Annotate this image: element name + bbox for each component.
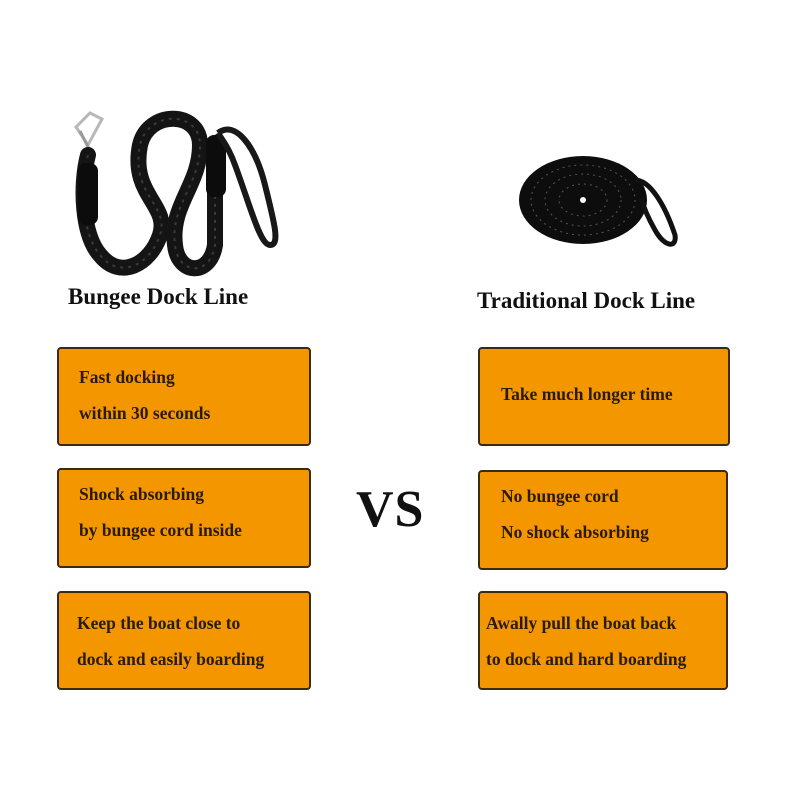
bungee-feature-box-3: Keep the boat close to dock and easily b… bbox=[57, 591, 311, 690]
traditional-feature-box-2: No bungee cord No shock absorbing bbox=[478, 470, 728, 570]
feature-text: by bungee cord inside bbox=[79, 520, 242, 540]
feature-text: within 30 seconds bbox=[79, 403, 211, 423]
feature-text: dock and easily boarding bbox=[77, 649, 265, 669]
traditional-dock-line-title: Traditional Dock Line bbox=[477, 288, 696, 313]
feature-text: Take much longer time bbox=[501, 384, 673, 404]
bungee-dock-line-title: Bungee Dock Line bbox=[68, 284, 249, 309]
traditional-feature-box-3: Awally pull the boat back to dock and ha… bbox=[478, 591, 728, 690]
feature-text: Awally pull the boat back bbox=[486, 613, 677, 633]
feature-text: Keep the boat close to bbox=[77, 613, 241, 633]
feature-text: Fast docking bbox=[79, 367, 175, 387]
feature-text: No shock absorbing bbox=[501, 522, 649, 542]
feature-text: No bungee cord bbox=[501, 486, 619, 506]
bungee-feature-box-1: Fast docking within 30 seconds bbox=[57, 347, 311, 446]
vs-label: VS bbox=[356, 481, 425, 538]
feature-text: to dock and hard boarding bbox=[486, 649, 687, 669]
feature-text: Shock absorbing bbox=[79, 484, 204, 504]
traditional-feature-box-1: Take much longer time bbox=[478, 347, 730, 446]
bungee-dock-line-image bbox=[74, 110, 279, 277]
bungee-feature-box-2: Shock absorbing by bungee cord inside bbox=[57, 468, 311, 568]
traditional-dock-line-image bbox=[519, 156, 678, 247]
